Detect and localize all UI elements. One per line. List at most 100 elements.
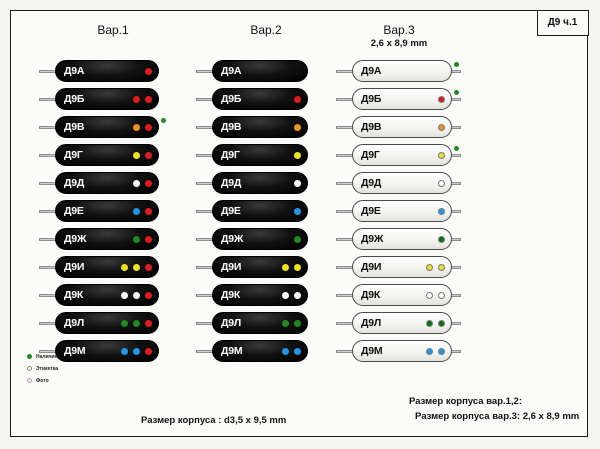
color-code-dots (145, 61, 152, 81)
diode-part-var3[interactable]: Д9М (336, 337, 461, 365)
color-code-dots (282, 313, 301, 333)
diode-part-var3[interactable]: Д9Л (336, 309, 461, 337)
diode-body: Д9Л (352, 312, 452, 334)
color-dot-green (121, 319, 128, 327)
diode-row: Д9И Д9И Д9И (11, 253, 587, 281)
availability-marker (454, 62, 459, 67)
legend-dot-photo (27, 378, 32, 383)
diode-cell-var2: Д9Г (196, 141, 308, 169)
diode-body: Д9Е (55, 200, 159, 222)
color-code-dots (294, 89, 301, 109)
diode-part-var3[interactable]: Д9Д (336, 169, 461, 197)
diode-cell-var1: Д9Ж (39, 225, 159, 253)
diode-part-var2[interactable]: Д9Е (196, 197, 308, 225)
diode-label: Д9В (221, 121, 242, 133)
diode-label: Д9Л (361, 317, 382, 329)
color-dot-green_dark (438, 235, 445, 243)
diode-part-var2[interactable]: Д9Г (196, 141, 308, 169)
color-code-dots (294, 229, 301, 249)
diode-cell-var3: Д9А (336, 57, 461, 85)
diode-part-var3[interactable]: Д9Г (336, 141, 461, 169)
diode-part-var2[interactable]: Д9Л (196, 309, 308, 337)
diode-body: Д9М (55, 340, 159, 362)
diode-cell-var1: Д9Б (39, 85, 159, 113)
diode-part-var1[interactable]: Д9Л (39, 309, 159, 337)
diode-part-var1[interactable]: Д9Д (39, 169, 159, 197)
color-dot-yellow (294, 151, 301, 159)
diode-part-var1[interactable]: Д9А (39, 57, 159, 85)
diode-label: Д9Д (361, 177, 382, 189)
color-code-dots (426, 341, 445, 361)
diode-part-var1[interactable]: Д9В (39, 113, 166, 141)
color-dot-yellow_v3 (438, 263, 445, 271)
diode-part-var2[interactable]: Д9Ж (196, 225, 308, 253)
diode-part-var3[interactable]: Д9Е (336, 197, 461, 225)
color-code-dots (294, 145, 301, 165)
diode-part-var2[interactable]: Д9Б (196, 85, 308, 113)
diode-part-var1[interactable]: Д9Е (39, 197, 159, 225)
diode-row: Д9Е Д9Е Д9Е (11, 197, 587, 225)
diode-part-var2[interactable]: Д9А (196, 57, 308, 85)
color-code-dots (438, 173, 445, 193)
diode-part-var2[interactable]: Д9И (196, 253, 308, 281)
diode-label: Д9Б (361, 93, 382, 105)
diode-part-var3[interactable]: Д9К (336, 281, 461, 309)
diode-part-var1[interactable]: Д9Ж (39, 225, 159, 253)
diode-label: Д9И (361, 261, 382, 273)
color-dot-green (294, 319, 301, 327)
diode-part-var3[interactable]: Д9В (336, 113, 461, 141)
diode-part-var1[interactable]: Д9М (39, 337, 159, 365)
color-dot-red (145, 151, 152, 159)
color-dot-orange (133, 123, 140, 131)
diode-body: Д9И (55, 256, 159, 278)
diode-label: Д9Б (64, 93, 85, 105)
diode-body: Д9М (212, 340, 308, 362)
diode-row: Д9Л Д9Л Д9Л (11, 309, 587, 337)
diode-cell-var1: Д9А (39, 57, 159, 85)
diode-part-var2[interactable]: Д9К (196, 281, 308, 309)
diode-part-var2[interactable]: Д9В (196, 113, 308, 141)
diode-row: Д9Б Д9Б Д9Б (11, 85, 587, 113)
diode-body: Д9А (55, 60, 159, 82)
diode-cell-var2: Д9Б (196, 85, 308, 113)
availability-marker (161, 118, 166, 123)
diode-row: Д9К Д9К Д9К (11, 281, 587, 309)
diagram-sheet: Д9 ч.1 Вар.1 Вар.2 Вар.3 2,6 x 8,9 mm Д9… (10, 9, 589, 437)
diode-body: Д9Л (55, 312, 159, 334)
color-dot-red (145, 179, 152, 187)
color-dot-red (145, 123, 152, 131)
diode-cell-var3: Д9Г (336, 141, 461, 169)
diode-part-var2[interactable]: Д9Д (196, 169, 308, 197)
diode-label: Д9И (64, 261, 85, 273)
legend-label: Наличие (36, 353, 58, 360)
diode-part-var1[interactable]: Д9Г (39, 141, 159, 169)
color-dot-red (145, 319, 152, 327)
color-code-dots (133, 229, 152, 249)
diode-part-var3[interactable]: Д9Б (336, 85, 461, 113)
diode-part-var1[interactable]: Д9Б (39, 85, 159, 113)
diode-part-var3[interactable]: Д9А (336, 57, 461, 85)
diode-label: Д9Е (221, 205, 241, 217)
legend-label: Фото (36, 377, 49, 384)
diode-label: Д9А (64, 65, 85, 77)
diode-part-var3[interactable]: Д9И (336, 253, 461, 281)
diode-label: Д9Е (64, 205, 84, 217)
footer-case-size-var12: Размер корпуса : d3,5 x 9,5 mm (141, 415, 287, 426)
diode-cell-var1: Д9Е (39, 197, 159, 225)
diode-part-var1[interactable]: Д9К (39, 281, 159, 309)
color-code-dots (133, 201, 152, 221)
diode-part-var2[interactable]: Д9М (196, 337, 308, 365)
diode-body: Д9К (55, 284, 159, 306)
color-dot-white (282, 291, 289, 299)
column-header-var1-title: Вар.1 (97, 23, 129, 37)
color-dot-red (145, 207, 152, 215)
diode-part-var1[interactable]: Д9И (39, 253, 159, 281)
diode-body: Д9Б (212, 88, 308, 110)
diode-cell-var1: Д9М (39, 337, 159, 365)
color-dot-red (438, 95, 445, 103)
diode-cell-var1: Д9К (39, 281, 159, 309)
diode-row: Д9Ж Д9Ж Д9Ж (11, 225, 587, 253)
diode-part-var3[interactable]: Д9Ж (336, 225, 461, 253)
diode-cell-var1: Д9Г (39, 141, 159, 169)
